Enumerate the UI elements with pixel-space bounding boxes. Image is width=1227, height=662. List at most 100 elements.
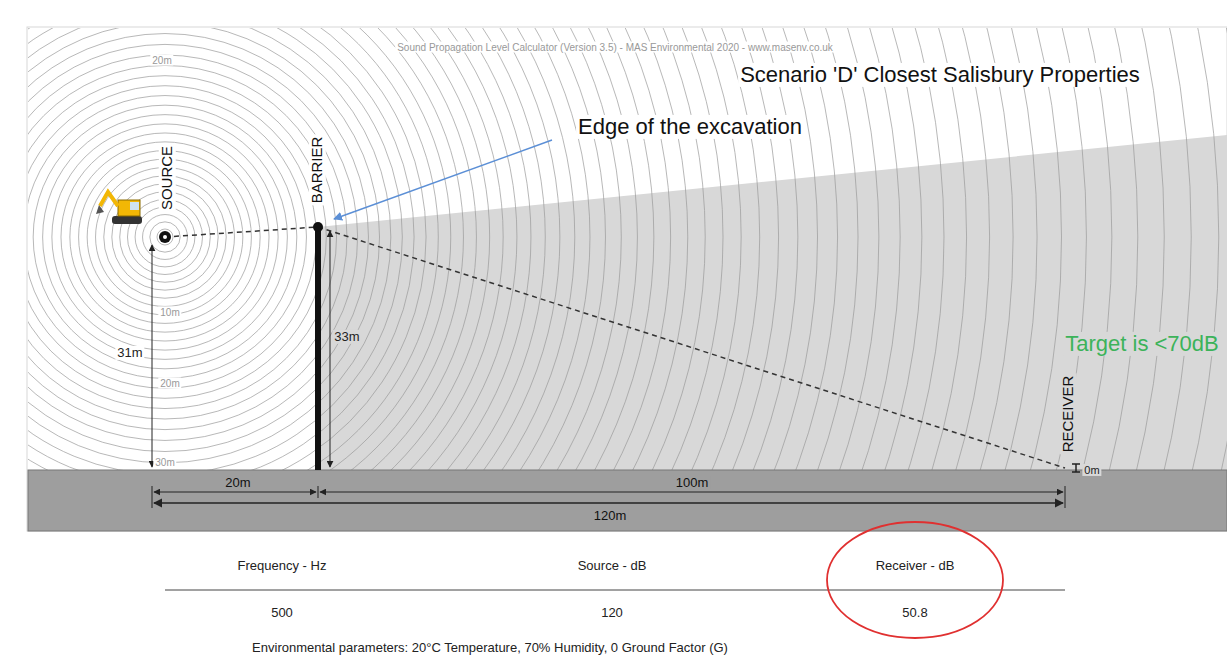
dimension: 120m (592, 509, 629, 523)
ring-distance: 20m (150, 55, 173, 66)
sound-ring (143, 215, 188, 260)
sound-ring (28, 28, 476, 470)
sight-line (318, 227, 1065, 468)
sound-ring (28, 28, 621, 470)
sound-ring (28, 28, 1037, 470)
sound-ring (28, 28, 944, 470)
ring-distance: 20m (158, 378, 181, 389)
dimension: 33m (332, 330, 361, 344)
sound-ring (28, 28, 1112, 470)
barrier-wall (315, 228, 321, 470)
sound-ring (28, 28, 1227, 470)
sound-ring (28, 28, 818, 470)
dimension: 31m (115, 346, 144, 360)
sound-ring (28, 86, 316, 389)
receiver-height-mark (1072, 464, 1080, 472)
sound-ring (135, 207, 195, 267)
sound-ring (28, 28, 531, 470)
dimension-line (152, 245, 153, 467)
sound-ring (28, 28, 1062, 470)
sound-ring (28, 28, 688, 470)
sound-ring (28, 28, 967, 470)
sound-ring (70, 142, 260, 332)
sound-ring (28, 28, 517, 470)
sound-ring (28, 65, 337, 408)
source-point (163, 235, 167, 239)
sound-ring (28, 55, 347, 419)
table-cell: 50.8 (900, 606, 929, 620)
sound-ring (28, 28, 463, 470)
dimension-line (154, 492, 316, 493)
sound-ring (28, 28, 922, 470)
sound-ring (28, 28, 705, 470)
sound-ring (28, 28, 671, 470)
sound-ring (28, 28, 723, 470)
sound-ring (28, 28, 1086, 470)
sound-ring (28, 28, 503, 470)
sound-ring (28, 76, 326, 399)
table-cell: 120 (599, 606, 625, 620)
sound-ring (28, 28, 879, 470)
part-name: BARRIER (309, 135, 326, 206)
table-header: Receiver - dB (874, 559, 957, 573)
sound-rings (28, 28, 1227, 470)
sound-ring (28, 28, 590, 470)
dimension-tick (318, 486, 319, 498)
watermark: Sound Propagation Level Calculator (Vers… (395, 42, 835, 53)
table-header: Frequency - Hz (236, 559, 329, 573)
table-header: Source - dB (576, 559, 649, 573)
ring-distance: 30m (153, 457, 176, 468)
part-name: SOURCE (159, 144, 176, 212)
sound-ring (28, 28, 838, 470)
target-note: Target is <70dB (1063, 332, 1220, 356)
sound-ring (28, 28, 741, 470)
dimension-line (154, 502, 1063, 503)
table-rule (165, 590, 1065, 591)
excavator-icon (96, 192, 142, 224)
shadow-zone (318, 135, 1227, 470)
dimension-line (320, 492, 1063, 493)
sound-ring (28, 28, 438, 470)
barrier-top (313, 222, 323, 232)
sound-ring (28, 28, 990, 470)
sound-ring (28, 28, 760, 470)
environment-note: Environmental parameters: 20°C Temperatu… (250, 641, 730, 655)
dimension: 0m (1082, 464, 1101, 476)
dimension: 100m (674, 476, 711, 490)
sound-ring (28, 28, 490, 470)
part-name: RECEIVER (1060, 374, 1077, 455)
highlight-ellipse (827, 522, 1003, 638)
sound-ring (157, 229, 173, 245)
dimension-line (330, 231, 331, 467)
sound-ring (28, 28, 1191, 470)
sound-ring (28, 28, 426, 470)
sound-ring (28, 28, 560, 470)
callout-text: Edge of the excavation (576, 115, 804, 139)
source-point (159, 231, 171, 243)
sound-ring (28, 28, 380, 452)
callout-arrow (334, 140, 552, 219)
sound-ring (28, 28, 858, 470)
sound-ring (28, 28, 1227, 470)
sound-ring (28, 44, 358, 429)
ring-distance: 10m (158, 307, 181, 318)
sound-ring (28, 28, 900, 470)
sound-ring (28, 28, 1013, 470)
sound-ring (52, 124, 278, 350)
sound-ring (28, 28, 654, 470)
sound-ring (33, 105, 297, 369)
sound-ring (28, 28, 605, 470)
table-cell: 500 (269, 606, 295, 620)
sound-ring (28, 28, 1164, 470)
diagram-frame (27, 27, 1227, 531)
sound-ring (28, 28, 1138, 470)
ground-band (28, 470, 1227, 531)
dimension-tick (152, 486, 153, 508)
sound-ring (28, 28, 779, 470)
sound-ring (28, 28, 402, 470)
sound-ring (28, 28, 414, 470)
sound-ring (28, 28, 391, 463)
dimension: 20m (223, 476, 252, 490)
sound-ring (43, 115, 288, 360)
sound-ring (28, 96, 306, 379)
